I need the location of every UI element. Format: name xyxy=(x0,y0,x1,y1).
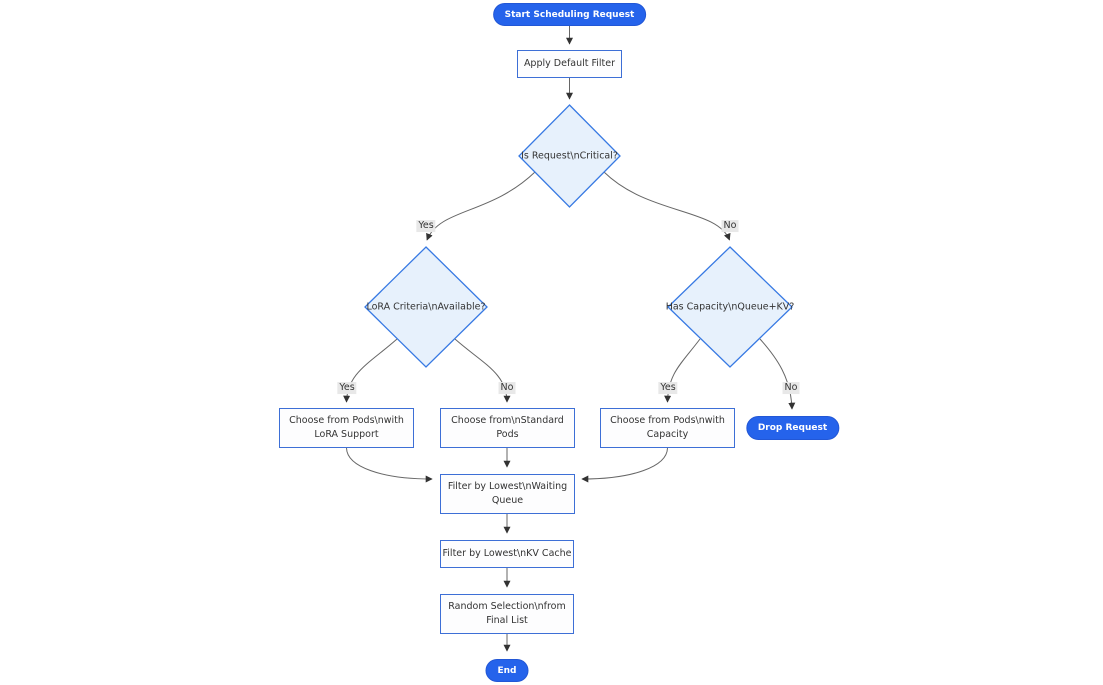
edge-capacity-no-to-drop xyxy=(759,338,796,410)
node-choose-pods-capacity: Choose from Pods\nwith Capacity xyxy=(600,408,735,448)
node-filter-lowest-waiting-queue: Filter by Lowest\nWaiting Queue xyxy=(440,474,575,514)
edge-label-lora-yes: Yes xyxy=(337,382,357,394)
edge-choose-lora-to-filter-queue xyxy=(346,447,433,483)
edge-choose-capacity-to-filter-queue xyxy=(581,447,668,483)
decision-diamond-lora-criteria xyxy=(364,246,488,368)
node-start-scheduling-request: Start Scheduling Request xyxy=(492,3,647,26)
decision-label-has-capacity: Has Capacity\nQueue+KV? xyxy=(665,301,795,313)
edge-critical-no-to-capacity xyxy=(603,171,731,241)
decision-diamond-has-capacity xyxy=(667,246,793,368)
decision-diamond-is-request-critical xyxy=(518,104,621,208)
node-filter-lowest-kv-cache: Filter by Lowest\nKV Cache xyxy=(440,540,574,568)
node-choose-pods-lora-support: Choose from Pods\nwith LoRA Support xyxy=(279,408,414,448)
decision-label-is-request-critical: Is Request\nCritical? xyxy=(521,150,618,162)
edge-label-lora-no: No xyxy=(498,382,516,394)
decision-label-lora-criteria: LoRA Criteria\nAvailable? xyxy=(366,301,486,313)
node-choose-standard-pods: Choose from\nStandard Pods xyxy=(440,408,575,448)
edge-label-capacity-yes: Yes xyxy=(658,382,678,394)
node-apply-default-filter: Apply Default Filter xyxy=(517,50,622,78)
edge-critical-yes-to-lora xyxy=(426,171,536,241)
edge-label-critical-no: No xyxy=(721,220,739,232)
edge-capacity-yes-to-choose-capacity xyxy=(664,338,701,403)
node-end: End xyxy=(485,659,529,682)
node-drop-request: Drop Request xyxy=(745,416,840,440)
node-random-selection-final-list: Random Selection\nfrom Final List xyxy=(440,594,574,634)
edge-label-critical-yes: Yes xyxy=(416,220,436,232)
edge-label-capacity-no: No xyxy=(782,382,800,394)
